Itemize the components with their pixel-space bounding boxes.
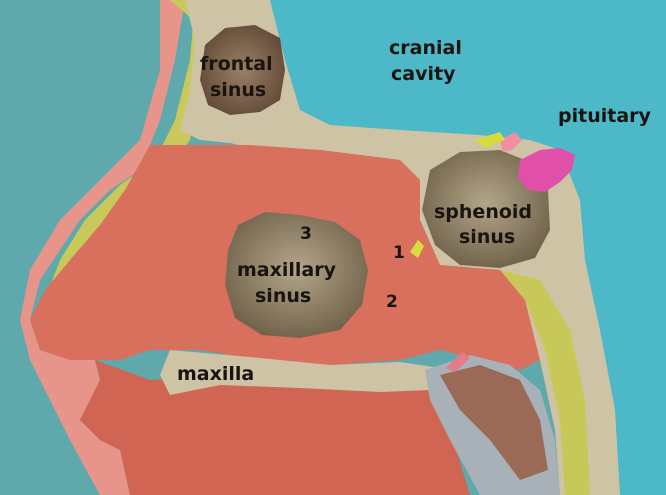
cranial-cavity-label-line2: cavity — [391, 64, 455, 85]
marker-1: 1 — [393, 244, 405, 262]
maxilla-label: maxilla — [177, 364, 254, 385]
marker-3: 3 — [300, 225, 312, 243]
frontal-sinus-label-line1: frontal — [200, 54, 273, 75]
frontal-sinus-label-line2: sinus — [210, 80, 266, 101]
sphenoid-sinus-label-line1: sphenoid — [434, 202, 532, 223]
cranial-cavity-label-line1: cranial — [389, 38, 462, 59]
marker-2: 2 — [386, 293, 398, 311]
sphenoid-sinus-label-line2: sinus — [459, 227, 515, 248]
maxillary-sinus-label-line2: sinus — [255, 286, 311, 307]
maxillary-sinus-label-line1: maxillary — [237, 260, 336, 281]
pituitary-label: pituitary — [558, 106, 651, 127]
